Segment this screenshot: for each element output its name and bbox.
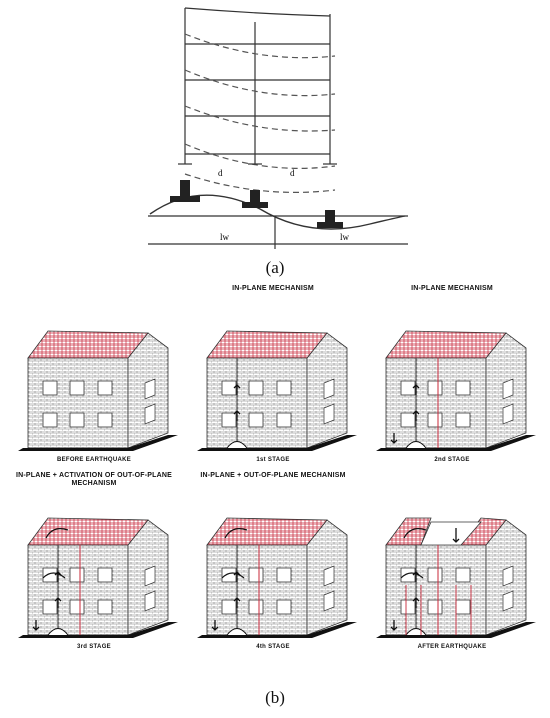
panel-5: IN-PLANE + OUT-OF-PLANE MECHANISM 4th STA…	[187, 472, 359, 662]
panel-caption: 3rd STAGE	[77, 644, 111, 650]
panel-caption: 4th STAGE	[256, 644, 290, 650]
building-illustration	[197, 517, 357, 638]
building-illustration	[376, 517, 536, 638]
panel-caption: BEFORE EARTHQUAKE	[56, 457, 132, 463]
building-illustration	[376, 330, 536, 451]
dim-label-d2: d	[290, 168, 295, 178]
building-illustration	[18, 330, 178, 451]
panel-caption: 1st STAGE	[256, 457, 290, 463]
panel-caption: 2nd STAGE	[434, 457, 470, 463]
panel-6: AFTER EARTHQUAKE	[366, 472, 538, 662]
panel-caption: AFTER EARTHQUAKE	[417, 644, 487, 650]
dim-label-d1: d	[218, 168, 223, 178]
panel-3: IN-PLANE MECHANISM 2nd STAGE	[366, 285, 538, 475]
label-b: (b)	[265, 688, 285, 707]
panel-title: IN-PLANE MECHANISM	[232, 285, 314, 292]
panel-1: BEFORE EARTHQUAKE	[8, 285, 180, 475]
panel-title: IN-PLANE + OUT-OF-PLANE MECHANISM	[200, 472, 346, 479]
frame-diagram: d d lw lw	[148, 7, 408, 249]
building-illustration	[18, 517, 178, 638]
label-a: (a)	[265, 258, 285, 277]
wave-label-lw2: lw	[340, 232, 350, 242]
panel-2: IN-PLANE MECHANISM 1st STAGE	[187, 285, 359, 475]
panel-title: IN-PLANE + ACTIVATION OF OUT-OF-PLANE ME…	[15, 472, 173, 487]
panel-title: IN-PLANE MECHANISM	[411, 285, 493, 292]
wave-label-lw1: lw	[220, 232, 230, 242]
building-illustration	[197, 330, 357, 451]
panel-4: IN-PLANE + ACTIVATION OF OUT-OF-PLANE ME…	[8, 472, 180, 662]
